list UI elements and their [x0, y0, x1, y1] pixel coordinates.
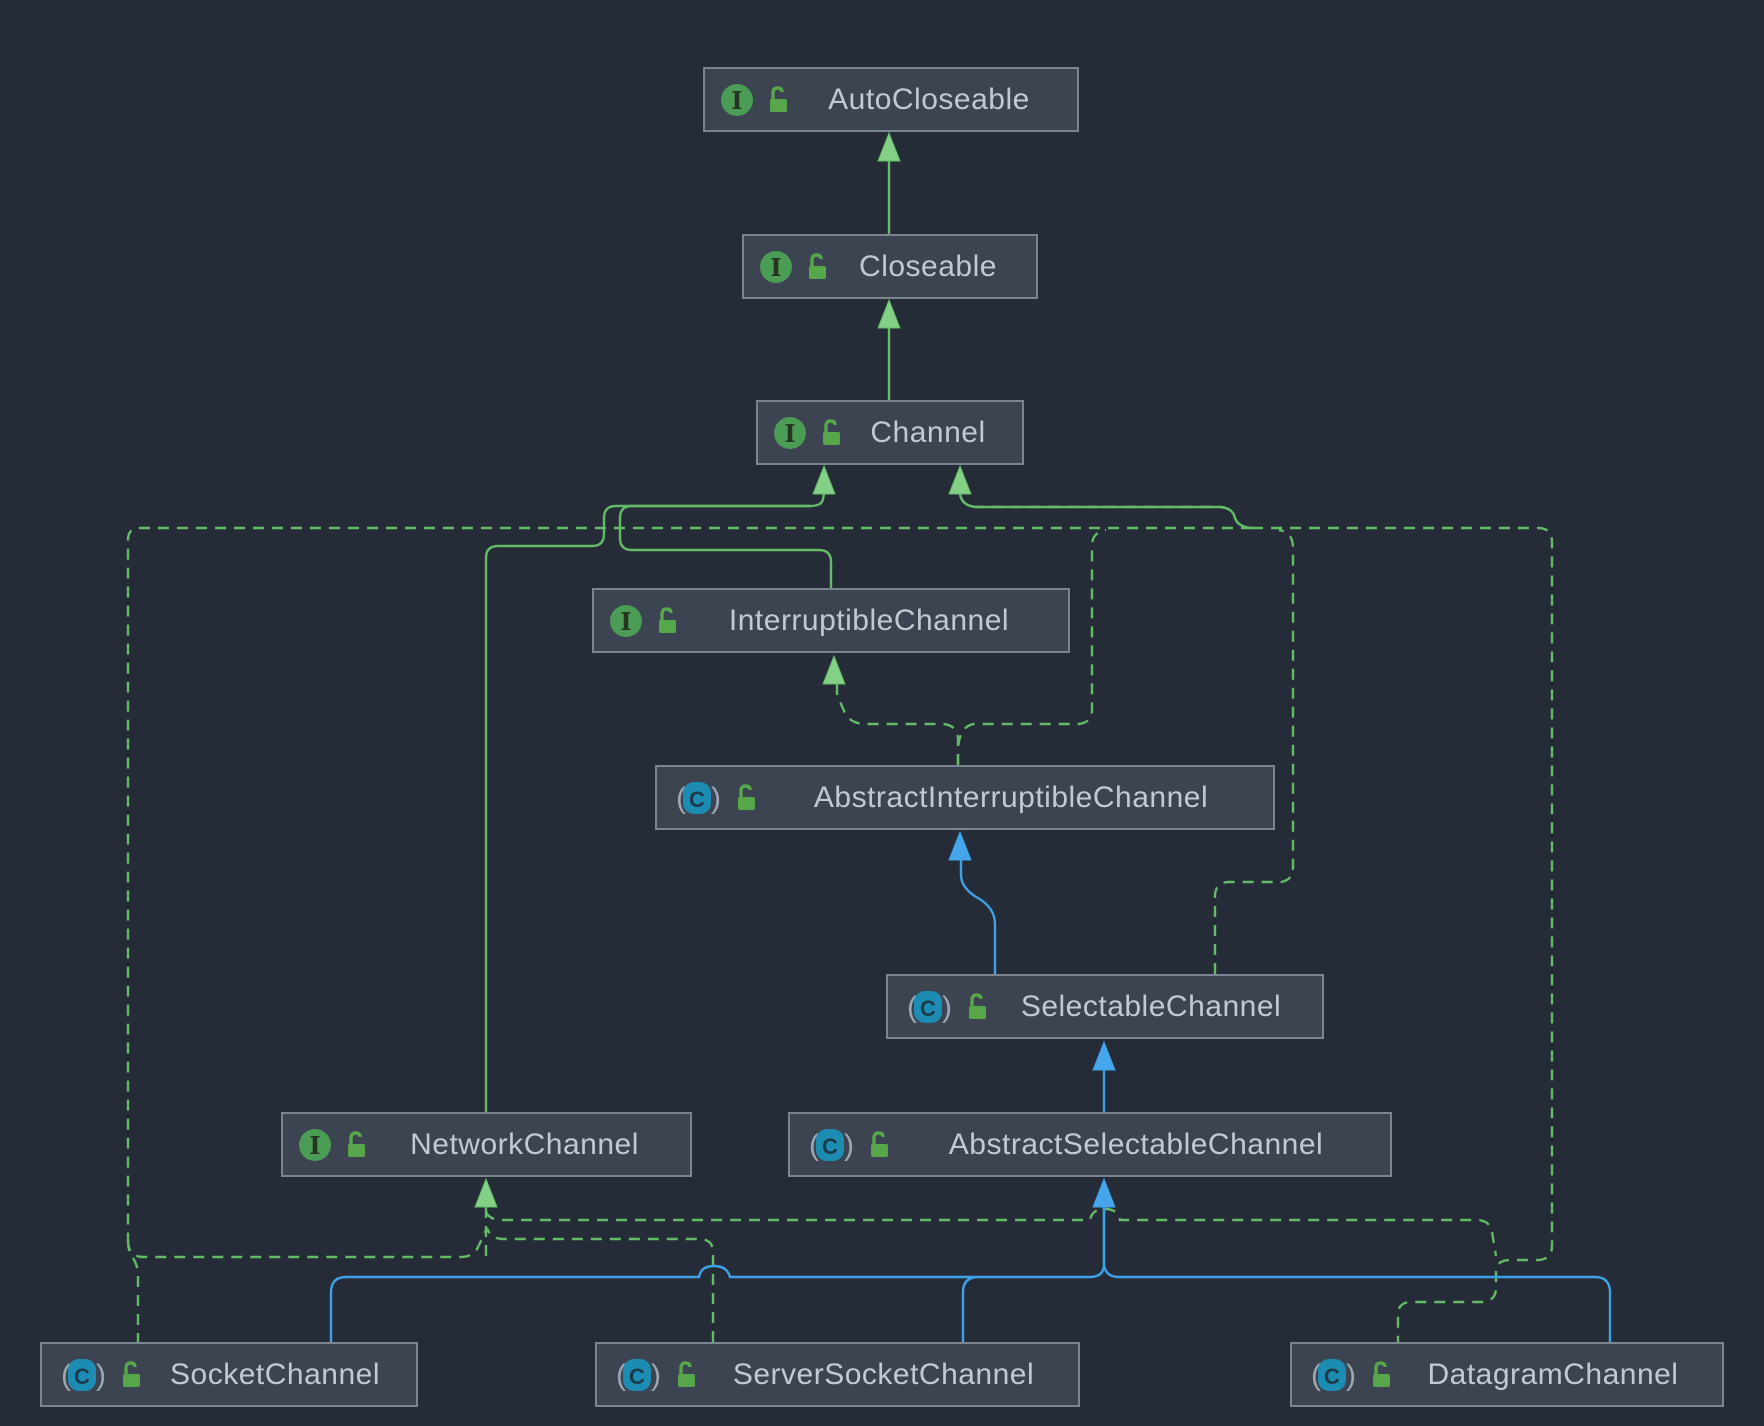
node-label: Channel	[870, 415, 986, 449]
svg-text:I: I	[620, 607, 631, 636]
edge-implements-bus	[126, 526, 1554, 1342]
svg-text:): )	[942, 991, 952, 1024]
svg-text:C: C	[689, 787, 705, 812]
abstract-class-icon: (C)	[671, 778, 723, 818]
node-label: AutoCloseable	[828, 82, 1030, 116]
node-label: InterruptibleChannel	[728, 603, 1010, 637]
edge-bottom-classes-extend-abstractselectable	[329, 1177, 1612, 1342]
interface-icon: I	[772, 415, 808, 451]
node-interruptiblechannel[interactable]: I InterruptibleChannel	[592, 588, 1070, 653]
node-label: AbstractInterruptibleChannel	[813, 780, 1209, 814]
svg-text:(: (	[1311, 1359, 1321, 1392]
svg-text:(: (	[907, 991, 917, 1024]
unlocked-icon	[118, 1360, 142, 1389]
svg-text:I: I	[770, 253, 781, 282]
svg-text:): )	[1346, 1359, 1356, 1392]
unlocked-icon	[765, 85, 789, 114]
abstract-class-icon: (C)	[611, 1355, 663, 1395]
unlocked-icon	[654, 606, 678, 635]
unlocked-icon	[866, 1130, 890, 1159]
unlocked-icon	[673, 1360, 697, 1389]
svg-text:(: (	[61, 1359, 71, 1392]
node-networkchannel[interactable]: I NetworkChannel	[281, 1112, 692, 1177]
edge-bundle-into-channel-right	[948, 464, 1253, 530]
unlocked-icon	[818, 418, 842, 447]
node-socketchannel[interactable]: (C) SocketChannel	[40, 1342, 418, 1407]
abstract-class-icon: (C)	[1306, 1355, 1358, 1395]
interface-icon: I	[608, 603, 644, 639]
svg-text:I: I	[784, 419, 795, 448]
node-abstractinterruptiblechannel[interactable]: (C) AbstractInterruptibleChannel	[655, 765, 1275, 830]
node-channel[interactable]: I Channel	[756, 400, 1024, 465]
svg-text:): )	[711, 782, 721, 815]
svg-text:C: C	[74, 1364, 90, 1389]
node-abstractselectablechannel[interactable]: (C) AbstractSelectableChannel	[788, 1112, 1392, 1177]
edge-networkchannel-extends-channel	[484, 464, 836, 1112]
unlocked-icon	[964, 992, 988, 1021]
edge-selectable-implements-channel	[1213, 528, 1295, 974]
svg-text:(: (	[676, 782, 686, 815]
node-closeable[interactable]: I Closeable	[742, 234, 1038, 299]
node-label: ServerSocketChannel	[732, 1357, 1035, 1391]
edge-interruptiblechannel-extends-channel	[618, 504, 833, 588]
svg-text:(: (	[809, 1129, 819, 1162]
svg-text:C: C	[1324, 1364, 1340, 1389]
svg-text:): )	[651, 1359, 661, 1392]
edge-channel-extends-closeable	[877, 298, 901, 400]
interface-icon: I	[719, 82, 755, 118]
abstract-class-icon: (C)	[804, 1125, 856, 1165]
edge-selectable-extends-abstractinterruptible	[948, 830, 997, 974]
edge-into-networkchannel	[474, 1177, 1498, 1342]
node-label: DatagramChannel	[1427, 1357, 1679, 1391]
edge-abstractinterruptible-implements-channel	[956, 528, 1107, 765]
node-serversocketchannel[interactable]: (C) ServerSocketChannel	[595, 1342, 1080, 1407]
svg-text:): )	[96, 1359, 106, 1392]
unlocked-icon	[733, 783, 757, 812]
interface-icon: I	[758, 249, 794, 285]
node-label: Closeable	[859, 249, 997, 283]
svg-text:): )	[844, 1129, 854, 1162]
edge-abstractselectable-extends-selectable	[1092, 1040, 1116, 1112]
svg-text:C: C	[629, 1364, 645, 1389]
node-label: AbstractSelectableChannel	[948, 1127, 1324, 1161]
node-datagramchannel[interactable]: (C) DatagramChannel	[1290, 1342, 1724, 1407]
node-autocloseable[interactable]: I AutoCloseable	[703, 67, 1079, 132]
unlocked-icon	[804, 252, 828, 281]
svg-text:(: (	[616, 1359, 626, 1392]
svg-text:I: I	[309, 1131, 320, 1160]
abstract-class-icon: (C)	[56, 1355, 108, 1395]
edge-closeable-extends-autocloseable	[877, 131, 901, 234]
node-selectablechannel[interactable]: (C) SelectableChannel	[886, 974, 1324, 1039]
node-label: SelectableChannel	[1020, 989, 1282, 1023]
interface-icon: I	[297, 1127, 333, 1163]
unlocked-icon	[343, 1130, 367, 1159]
svg-text:C: C	[822, 1134, 838, 1159]
edge-abstractinterruptible-implements-interruptible	[822, 654, 960, 765]
node-label: NetworkChannel	[410, 1127, 639, 1161]
abstract-class-icon: (C)	[902, 987, 954, 1027]
node-label: SocketChannel	[170, 1357, 380, 1391]
svg-text:C: C	[920, 996, 936, 1021]
svg-text:I: I	[731, 86, 742, 115]
unlocked-icon	[1368, 1360, 1392, 1389]
